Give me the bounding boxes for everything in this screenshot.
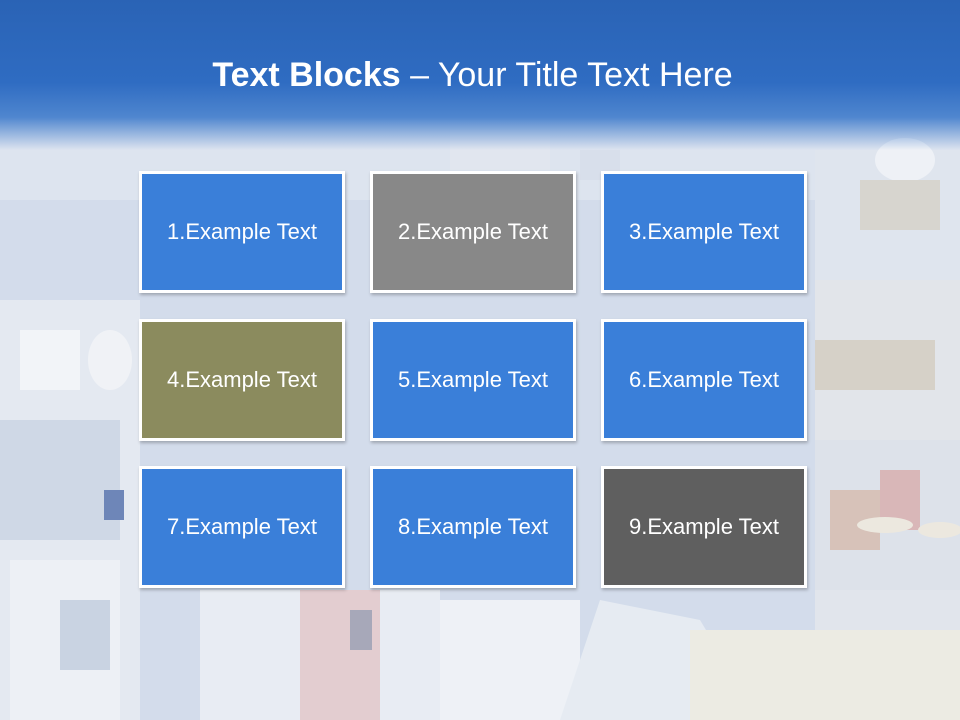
text-block-2[interactable]: 2.Example Text xyxy=(370,171,576,293)
text-block-8[interactable]: 8.Example Text xyxy=(370,466,576,588)
title-rest: – Your Title Text Here xyxy=(400,56,733,94)
text-block-1[interactable]: 1.Example Text xyxy=(139,171,345,293)
text-block-7[interactable]: 7.Example Text xyxy=(139,466,345,588)
text-block-5[interactable]: 5.Example Text xyxy=(370,319,576,441)
text-block-label: 2.Example Text xyxy=(397,219,548,244)
title-bold: Text Blocks xyxy=(212,56,401,94)
text-block-label: 9.Example Text xyxy=(628,514,779,539)
text-block-label: 5.Example Text xyxy=(397,367,548,392)
text-block-label: 4.Example Text xyxy=(166,367,317,392)
text-block-label: 7.Example Text xyxy=(166,514,317,539)
text-block-label: 1.Example Text xyxy=(166,219,317,244)
text-block-3[interactable]: 3.Example Text xyxy=(601,171,807,293)
text-block-6[interactable]: 6.Example Text xyxy=(601,319,807,441)
text-block-label: 3.Example Text xyxy=(628,219,779,244)
text-block-9[interactable]: 9.Example Text xyxy=(601,466,807,588)
text-block-4[interactable]: 4.Example Text xyxy=(139,319,345,441)
text-block-label: 8.Example Text xyxy=(397,514,548,539)
header-band xyxy=(0,0,960,150)
slide-title: Text Blocks – Your Title Text Here xyxy=(0,52,945,98)
text-block-label: 6.Example Text xyxy=(628,367,779,392)
